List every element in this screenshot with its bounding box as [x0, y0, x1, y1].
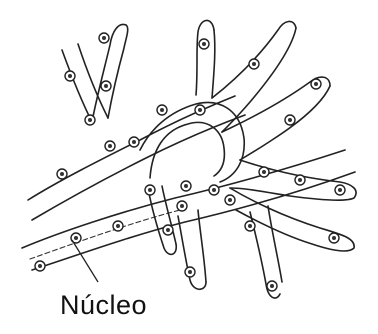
nucleolus	[184, 184, 188, 188]
nucleolus	[166, 228, 170, 232]
nucleolus	[102, 36, 106, 40]
nucleolus	[288, 118, 292, 122]
nucleolus	[74, 236, 78, 240]
nucleolus	[148, 188, 152, 192]
nucleolus	[228, 198, 232, 202]
nucleolus	[332, 236, 336, 240]
nucleolus	[270, 284, 274, 288]
nucleolus	[248, 224, 252, 228]
nucleus-label: Núcleo	[60, 290, 147, 321]
nucleolus	[212, 188, 216, 192]
nucleolus	[202, 42, 206, 46]
nucleolus	[314, 82, 318, 86]
nucleolus	[160, 108, 164, 112]
nucleolus	[262, 170, 266, 174]
nucleolus	[132, 140, 136, 144]
nuclei-group	[35, 33, 345, 291]
nucleolus	[104, 84, 108, 88]
nucleolus	[88, 118, 92, 122]
nucleolus	[188, 270, 192, 274]
nucleolus	[252, 62, 256, 66]
nucleolus	[338, 188, 342, 192]
hyphae-network	[22, 20, 356, 298]
nucleolus	[198, 108, 202, 112]
nucleolus	[108, 144, 112, 148]
nucleolus	[60, 172, 64, 176]
nucleolus	[38, 264, 42, 268]
nucleolus	[68, 74, 72, 78]
nucleolus	[116, 224, 120, 228]
nucleus-leader-line	[72, 240, 98, 282]
nucleolus	[180, 204, 184, 208]
nucleolus	[298, 178, 302, 182]
